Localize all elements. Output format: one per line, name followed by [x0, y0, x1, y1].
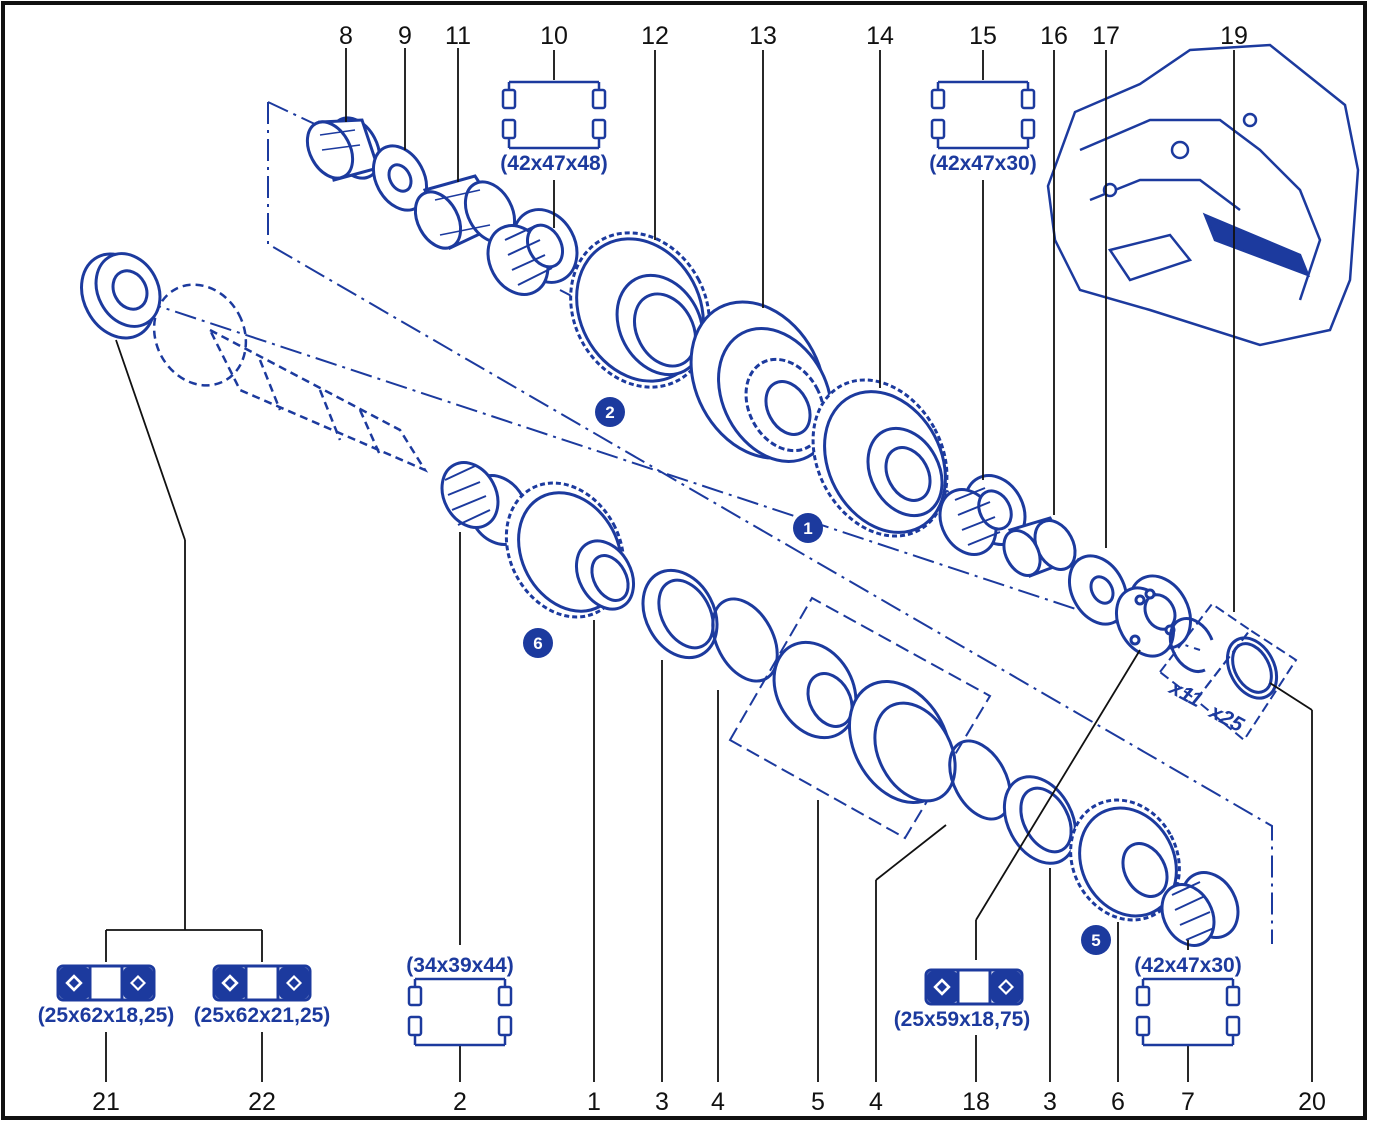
- svg-text:1: 1: [803, 519, 812, 538]
- dimension-part-22: (25x62x21,25): [194, 1004, 331, 1027]
- part-5-synchro-hub-set: [728, 596, 992, 840]
- callout-5: 5: [811, 1088, 825, 1116]
- dimension-part-21: (25x62x18,25): [38, 1004, 175, 1027]
- callout-18: 18: [962, 1088, 990, 1116]
- callout-3a: 3: [655, 1088, 669, 1116]
- dimension-part-7: (42x47x30): [1134, 954, 1241, 977]
- callout-1: 1: [587, 1088, 601, 1116]
- part-14-gear: [811, 378, 949, 538]
- part-10-needle-bearing: [486, 208, 579, 296]
- callout-20: 20: [1298, 1088, 1326, 1116]
- gearbox-housing-thumbnail: [1046, 43, 1360, 347]
- callout-14: 14: [866, 22, 894, 50]
- part-1-gear: [504, 481, 636, 619]
- callout-2: 2: [453, 1088, 467, 1116]
- badge-step-1: 1: [793, 513, 823, 543]
- part-4-spring-ring-b: [948, 739, 1012, 821]
- ball-bearing-symbol-22: [212, 964, 312, 1002]
- part-20-shim: [1225, 636, 1279, 700]
- secondary-shaft-outline: [152, 283, 429, 473]
- callout-4b: 4: [869, 1088, 883, 1116]
- part-9-tab-washer: [371, 144, 429, 212]
- bottom-callouts: 21 22 2 1 3 4 5 4 18 3 6 7 20: [92, 1088, 1326, 1116]
- part-6-gear: [1069, 798, 1181, 922]
- callout-19: 19: [1220, 22, 1248, 50]
- dimension-part-2: (34x39x44): [406, 954, 513, 977]
- top-callouts: 8 9 11 10 12 13 14 15 16 17 19: [339, 22, 1248, 50]
- part-16-sleeve: [1002, 516, 1077, 578]
- badge-step-5: 5: [1081, 925, 1111, 955]
- ball-bearing-symbol-18: [924, 968, 1024, 1006]
- dimension-part-15: (42x47x30): [929, 152, 1036, 175]
- callout-16: 16: [1040, 22, 1068, 50]
- callout-21: 21: [92, 1088, 120, 1116]
- callout-17: 17: [1092, 22, 1120, 50]
- part-7-needle-bearing: [1160, 871, 1240, 947]
- shim-selection-boxes: [1158, 602, 1298, 742]
- dimension-labels: (42x47x48) (42x47x30) (34x39x44) (42x47x…: [38, 152, 1242, 1031]
- callout-7: 7: [1181, 1088, 1195, 1116]
- badge-step-6: 6: [523, 628, 553, 658]
- callout-8: 8: [339, 22, 353, 50]
- parts-artwork: [80, 43, 1360, 947]
- part-11-bush: [413, 174, 517, 251]
- part-2-needle-bearing: [440, 461, 530, 546]
- part-21-22-bearing: [80, 252, 162, 340]
- callout-4a: 4: [711, 1088, 725, 1116]
- leader-lines: [105, 48, 1313, 1082]
- callout-10: 10: [540, 22, 568, 50]
- part-15-needle-bearing: [938, 474, 1027, 556]
- callout-12: 12: [641, 22, 669, 50]
- part-3-synchro-ring-b: [1002, 775, 1078, 865]
- callout-3b: 3: [1043, 1088, 1057, 1116]
- step-badges: 2 1 6 5: [523, 397, 1111, 955]
- part-19-circlip: [1168, 617, 1214, 673]
- callout-15: 15: [969, 22, 997, 50]
- callout-11: 11: [445, 22, 471, 50]
- part-12-gear: [569, 231, 711, 389]
- callout-13: 13: [749, 22, 777, 50]
- dimension-part-18: (25x59x18,75): [894, 1008, 1031, 1031]
- svg-text:2: 2: [605, 403, 614, 422]
- badge-step-2: 2: [595, 397, 625, 427]
- dimension-part-10: (42x47x48): [500, 152, 607, 175]
- part-13-synchro-assembly: [689, 300, 833, 463]
- part-17-tab-washer: [1067, 554, 1129, 626]
- ball-bearing-symbol-21: [56, 964, 156, 1002]
- callout-9: 9: [398, 22, 412, 50]
- callout-6: 6: [1111, 1088, 1125, 1116]
- callout-22: 22: [248, 1088, 276, 1116]
- svg-text:5: 5: [1091, 931, 1100, 950]
- svg-text:6: 6: [533, 634, 542, 653]
- part-3-synchro-ring-a: [641, 568, 719, 660]
